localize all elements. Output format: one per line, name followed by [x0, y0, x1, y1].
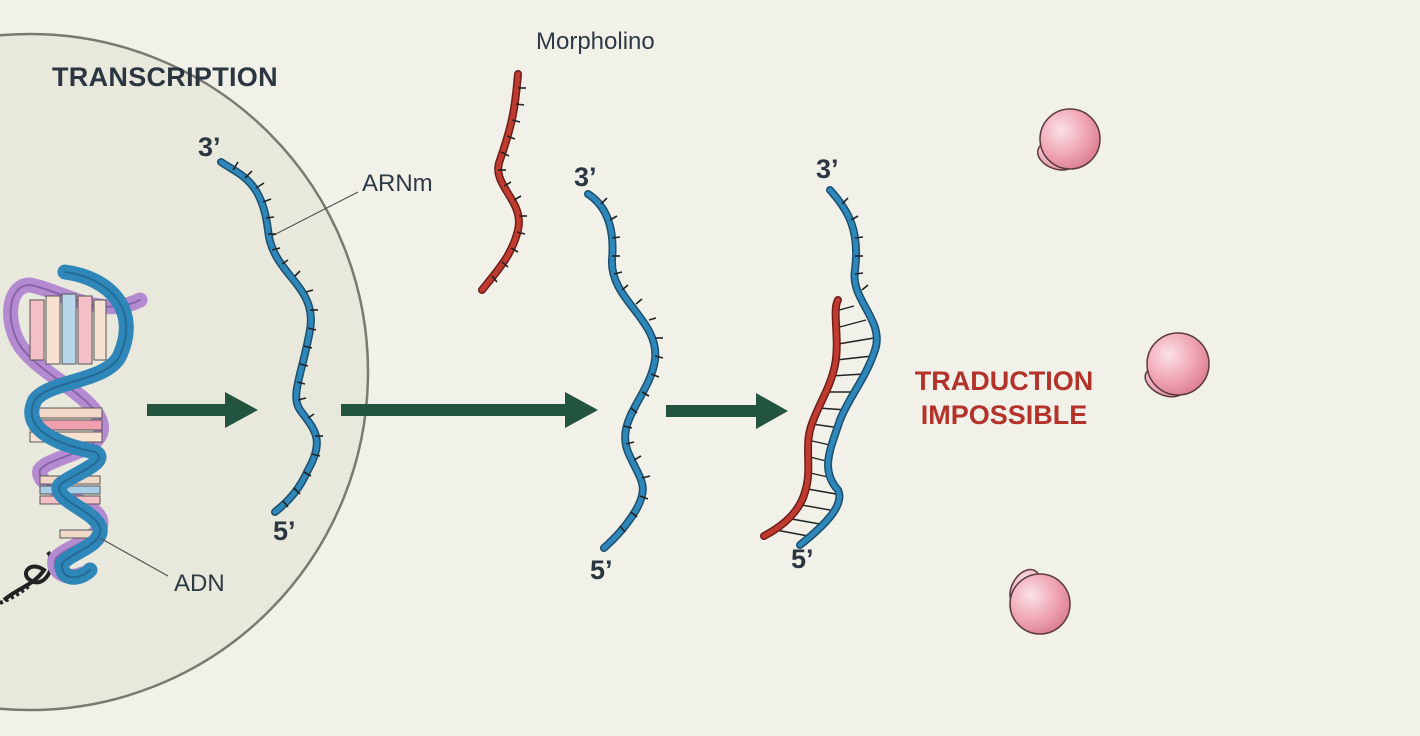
duplex-five-prime-label: 5’ — [791, 544, 814, 574]
duplex-three-prime-label: 3’ — [816, 154, 839, 184]
result-line-1: TRADUCTION — [914, 366, 1094, 396]
ribosome-icon — [1144, 332, 1210, 398]
result-line-2: IMPOSSIBLE — [920, 400, 1088, 430]
ribosome-icon — [1036, 108, 1101, 171]
mrna2-three-prime-label: 3’ — [574, 162, 597, 192]
morpholino-strand — [478, 70, 527, 294]
ribosome-icon — [1009, 568, 1071, 635]
adn-label: ADN — [174, 570, 225, 597]
adn-leader-line — [99, 537, 169, 577]
dna-helix-icon — [0, 264, 148, 605]
mrna2-five-prime-label: 5’ — [590, 555, 613, 585]
mrna1-five-prime-label: 5’ — [273, 516, 296, 546]
arrow-right-icon — [666, 393, 788, 429]
morpholino-label: Morpholino — [536, 28, 655, 55]
mrna1-three-prime-label: 3’ — [198, 132, 221, 162]
arrow-right-icon — [341, 392, 598, 428]
arnm-label: ARNm — [362, 170, 433, 197]
mrna-strand-nucleus — [217, 158, 323, 516]
morpholino-mrna-duplex — [760, 186, 881, 549]
mrna-strand-cytoplasm — [584, 190, 664, 552]
diagram-title: TRANSCRIPTION — [52, 62, 278, 92]
translation-blocked-message: TRADUCTION IMPOSSIBLE — [894, 364, 1114, 432]
arnm-leader-line — [267, 191, 359, 239]
arrow-right-icon — [147, 392, 258, 428]
